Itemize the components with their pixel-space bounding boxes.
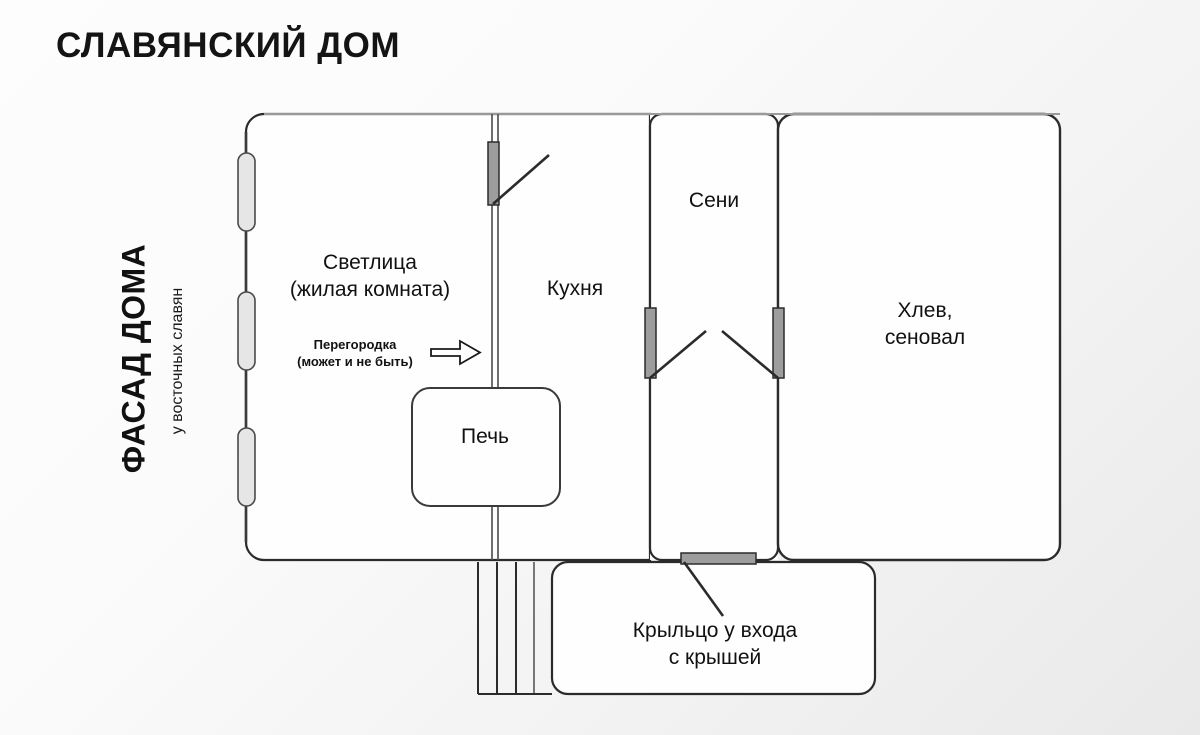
page-title: СЛАВЯНСКИЙ ДОМ xyxy=(56,26,401,65)
door-swing-icon xyxy=(682,561,725,617)
stove-shape xyxy=(411,387,561,507)
porch-outline xyxy=(550,560,877,696)
door-leaf-icon xyxy=(680,552,757,565)
hlev-room-outline xyxy=(776,112,1062,562)
door-leaf-icon xyxy=(772,307,785,379)
door-swing-icon xyxy=(649,330,707,379)
seni-room-fill xyxy=(650,114,778,560)
window-icon xyxy=(237,427,256,507)
window-icon xyxy=(237,152,256,232)
door-leaf-icon xyxy=(487,141,500,206)
arrow-right-icon xyxy=(430,339,482,366)
door-swing-icon xyxy=(492,154,550,205)
door-leaf-icon xyxy=(644,307,657,379)
window-icon xyxy=(237,291,256,371)
door-swing-icon xyxy=(721,330,779,379)
entrance-steps xyxy=(477,562,552,695)
